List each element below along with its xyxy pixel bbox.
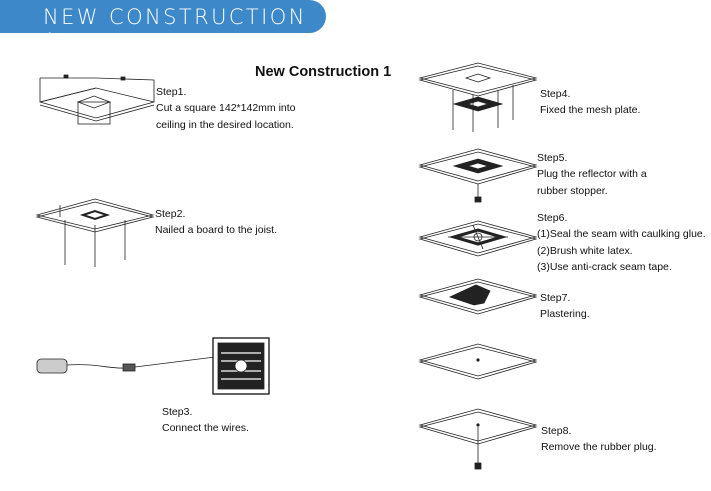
step6-illustration [418, 220, 538, 257]
step-line: Remove the rubber plug. [541, 441, 657, 454]
step3-text: Step3. Connect the wires. [162, 404, 249, 437]
step1-illustration [39, 74, 155, 125]
page-title: New Construction 1 [255, 64, 392, 80]
step-line: rubber stopper. [537, 184, 608, 197]
step5-text: Step5. Plug the reflector with a rubber … [537, 150, 647, 199]
banner-title: NEW CONSTRUCTION 1 [43, 5, 307, 53]
step7-text: Step7. Plastering. [540, 290, 590, 323]
step8-illustration [418, 408, 538, 470]
step-label: Step7. [540, 292, 571, 304]
step4-text: Step4. Fixed the mesh plate. [540, 86, 640, 119]
step2-text: Step2. Nailed a board to the joist. [155, 206, 277, 239]
step-label: Step8. [541, 425, 572, 437]
step-label: Step3. [162, 406, 193, 418]
step-line: Nailed a board to the joist. [155, 224, 277, 237]
step3-illustration [36, 337, 270, 395]
step-line: (1)Seal the seam with caulking glue. [537, 228, 706, 241]
step-line: Connect the wires. [162, 422, 249, 435]
step-label: Step2. [155, 208, 186, 220]
step-label: Step6. [537, 212, 568, 224]
step-line: (3)Use anti-crack seam tape. [537, 260, 672, 273]
step7-illustration [418, 278, 538, 315]
step-label: Step4. [540, 88, 571, 100]
step-line: (2)Brush white latex. [537, 244, 633, 257]
step4-illustration [418, 62, 538, 132]
step-line: Plastering. [540, 308, 590, 321]
section-banner: NEW CONSTRUCTION 1 [0, 0, 326, 53]
step-line: Fixed the mesh plate. [540, 104, 641, 117]
step-line: ceiling in the desired location. [156, 118, 294, 131]
step8-text: Step8. Remove the rubber plug. [541, 423, 657, 456]
step5-illustration [418, 148, 538, 203]
step2-illustration [35, 198, 155, 267]
step-label: Step1. [156, 86, 187, 98]
step-line: Cut a square 142*142mm into [156, 102, 296, 115]
finished-ceiling-illustration [418, 343, 538, 380]
step-label: Step5. [537, 152, 568, 164]
step6-text: Step6. (1)Seal the seam with caulking gl… [537, 210, 706, 275]
step1-text: Step1. Cut a square 142*142mm into ceili… [156, 84, 296, 133]
step-line: Plug the reflector with a [537, 168, 647, 181]
